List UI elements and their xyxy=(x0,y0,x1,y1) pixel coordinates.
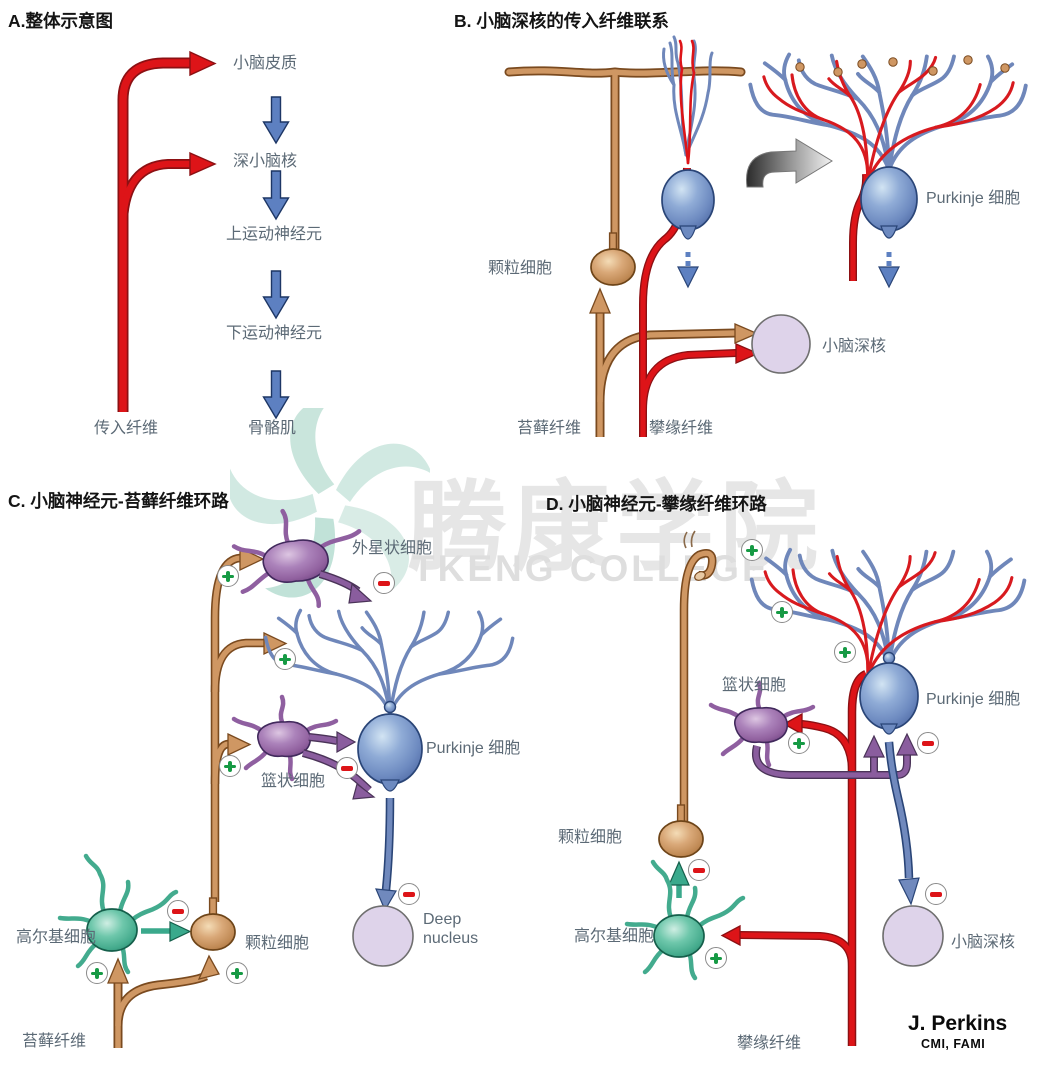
plus-icon xyxy=(226,962,248,984)
watermark-logo xyxy=(230,408,430,598)
label-deep-nucleus-c: Deep nucleus xyxy=(423,910,478,948)
golgi-cell xyxy=(60,856,176,972)
stellate-inhibitory-arrow xyxy=(318,570,373,604)
granule-axon-hook xyxy=(679,530,717,828)
panel-d-climbing-circuit xyxy=(627,530,1027,1046)
label-granule-cell-c: 颗粒细胞 xyxy=(245,935,310,952)
flow-arrows-blue xyxy=(262,96,290,420)
label-mossy-fiber-c: 苔藓纤维 xyxy=(22,1033,87,1050)
credit-title: CMI, FAMI xyxy=(921,1037,986,1051)
label-deep-nucleus-b: 小脑深核 xyxy=(822,338,887,355)
label-lower-motor-neuron: 下运动神经元 xyxy=(226,325,323,342)
purkinje-dendritic-tree xyxy=(263,608,515,716)
panel-b-deep-nuclei-afferents xyxy=(504,35,1028,437)
panel-d-title: D. 小脑神经元-攀缘纤维环路 xyxy=(546,494,767,514)
purkinje-cell-enlarged xyxy=(748,52,1028,289)
climbing-fiber-red xyxy=(720,670,869,1046)
label-afferent-fiber: 传入纤维 xyxy=(94,420,159,437)
plus-icon xyxy=(788,732,810,754)
golgi-inhibitory-arrow xyxy=(668,860,690,898)
granule-cell xyxy=(658,804,704,858)
deep-nucleus xyxy=(352,905,414,967)
minus-icon xyxy=(917,732,939,754)
label-climbing-fiber-b: 攀缘纤维 xyxy=(649,420,714,437)
label-deep-cerebellar-nuclei: 深小脑核 xyxy=(233,153,298,170)
purkinje-dendrite-tuft xyxy=(662,35,714,165)
plus-icon xyxy=(219,755,241,777)
panel-c-title: C. 小脑神经元-苔藓纤维环路 xyxy=(8,491,229,511)
purkinje-axon xyxy=(375,797,397,912)
plus-icon xyxy=(771,601,793,623)
magnify-transition-arrow xyxy=(746,138,833,188)
label-purkinje-cell-d: Purkinje 细胞 xyxy=(926,691,1021,708)
stellate-cell xyxy=(231,508,362,609)
label-mossy-fiber-b: 苔藓纤维 xyxy=(517,420,582,437)
panel-b-title: B. 小脑深核的传入纤维联系 xyxy=(454,11,669,31)
label-stellate-cell: 外星状细胞 xyxy=(352,540,433,557)
deep-nucleus xyxy=(751,314,811,374)
minus-icon xyxy=(925,883,947,905)
basket-inhibitory-arrows xyxy=(301,730,376,800)
label-purkinje-cell-c: Purkinje 细胞 xyxy=(426,740,521,757)
deep-nucleus-line2: nucleus xyxy=(423,930,479,947)
plus-icon xyxy=(705,947,727,969)
label-cerebellar-cortex: 小脑皮质 xyxy=(233,55,298,72)
mossy-fiber-arrow xyxy=(589,287,759,437)
label-golgi-cell-d: 高尔基细胞 xyxy=(574,928,655,945)
plus-icon xyxy=(86,962,108,984)
deep-nucleus-line1: Deep xyxy=(423,911,462,928)
parallel-fiber xyxy=(504,66,746,250)
panel-a-flow-diagram xyxy=(117,50,290,420)
minus-icon xyxy=(373,572,395,594)
parallel-fiber-synapse-dots xyxy=(795,55,1010,77)
mossy-fiber-arrows xyxy=(107,954,220,1048)
label-deep-nucleus-d: 小脑深核 xyxy=(951,934,1016,951)
deep-nucleus xyxy=(882,905,944,967)
plus-icon xyxy=(217,565,239,587)
plus-icon xyxy=(741,539,763,561)
label-golgi-cell-c: 高尔基细胞 xyxy=(16,929,97,946)
golgi-inhibitory-arrow xyxy=(141,921,192,942)
plus-icon xyxy=(834,641,856,663)
label-skeletal-muscle: 骨骼肌 xyxy=(248,420,297,437)
label-basket-cell-c: 篮状细胞 xyxy=(261,773,326,790)
purkinje-cell xyxy=(661,169,715,289)
label-basket-cell-d: 篮状细胞 xyxy=(722,677,787,694)
label-climbing-fiber-d: 攀缘纤维 xyxy=(737,1035,802,1052)
label-granule-cell-d: 颗粒细胞 xyxy=(558,829,623,846)
panel-a-title: A.整体示意图 xyxy=(8,11,113,31)
minus-icon xyxy=(167,900,189,922)
watermark-text: 腾康学院 xyxy=(408,472,825,582)
label-upper-motor-neuron: 上运动神经元 xyxy=(226,226,323,243)
minus-icon xyxy=(336,757,358,779)
granule-cell xyxy=(590,232,636,286)
granule-cell xyxy=(190,897,236,951)
credit-name: J. Perkins xyxy=(908,1012,1008,1035)
label-purkinje-cell-b: Purkinje 细胞 xyxy=(926,190,1021,207)
plus-icon xyxy=(274,648,296,670)
minus-icon xyxy=(688,859,710,881)
label-granule-cell-b: 颗粒细胞 xyxy=(488,260,553,277)
panel-c-mossy-circuit xyxy=(60,508,515,1048)
afferent-fiber-red xyxy=(117,50,217,412)
purkinje-cell xyxy=(859,651,919,735)
minus-icon xyxy=(398,883,420,905)
purkinje-axon xyxy=(884,741,920,906)
purkinje-cell xyxy=(357,700,423,792)
